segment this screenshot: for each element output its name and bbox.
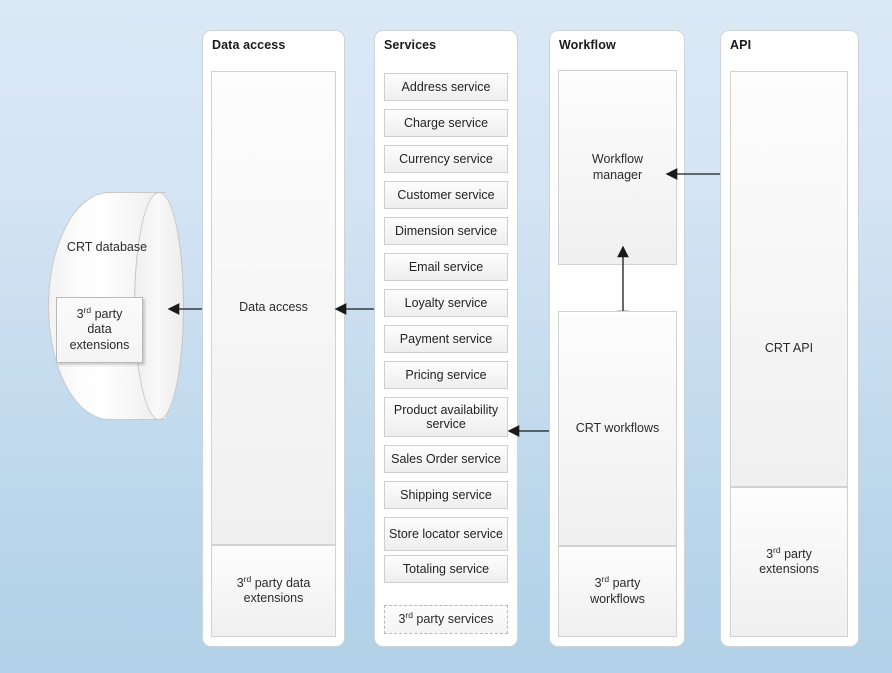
workflow-manager-label: Workflow manager	[592, 152, 643, 183]
api-third-party-box[interactable]: 3rd party extensions	[730, 487, 848, 637]
service-item-currency[interactable]: Currency service	[384, 145, 508, 173]
service-item-dimension[interactable]: Dimension service	[384, 217, 508, 245]
ordinal-number: 3	[76, 306, 84, 321]
service-item-customer[interactable]: Customer service	[384, 181, 508, 209]
services-third-party-label: 3rd party services	[398, 609, 494, 627]
data-access-main-label: Data access	[239, 300, 308, 315]
services-third-party-box[interactable]: 3rd party services	[384, 605, 508, 634]
crt-api-label: CRT API	[764, 341, 814, 356]
service-item-totaling[interactable]: Totaling service	[384, 555, 508, 583]
api-third-party-line-2: extensions	[759, 562, 819, 576]
ordinal-number: 3	[766, 546, 774, 561]
service-label: Currency service	[399, 151, 493, 166]
service-label: Product availability service	[393, 402, 499, 431]
service-item-shipping[interactable]: Shipping service	[384, 481, 508, 509]
third-party-data-extensions-inner-box: 3rd party data extensions	[56, 297, 143, 363]
crt-database-label: CRT database	[66, 240, 148, 254]
service-label: Totaling service	[402, 561, 490, 576]
service-label: Sales Order service	[391, 451, 501, 466]
service-label: Email service	[408, 259, 484, 274]
ordinal-suffix: rd	[773, 544, 781, 555]
crt-workflows-box[interactable]: CRT workflows	[558, 311, 677, 546]
ordinal-suffix: rd	[601, 574, 610, 585]
service-label: Charge service	[403, 115, 489, 130]
ordinal-rest: party services	[412, 611, 494, 626]
data-access-third-party-box[interactable]: 3rd party data extensions	[211, 545, 336, 637]
service-label: Payment service	[399, 331, 493, 346]
ordinal-rest: party	[609, 576, 641, 591]
service-item-product-availability[interactable]: Product availability service	[384, 397, 508, 437]
api-third-party-label: 3rd party extensions	[759, 544, 819, 578]
service-label: Shipping service	[400, 487, 492, 502]
service-item-sales-order[interactable]: Sales Order service	[384, 445, 508, 473]
ordinal-rest: party	[91, 306, 123, 321]
workflow-manager-line-2: manager	[592, 167, 643, 182]
service-label: Pricing service	[405, 367, 487, 382]
ordinal-rest: party data extensions	[243, 575, 311, 605]
ordinal-number: 3	[236, 575, 244, 590]
service-item-loyalty[interactable]: Loyalty service	[384, 289, 508, 317]
extension-line-2: data	[87, 322, 112, 337]
workflow-third-party-label: 3rd party workflows	[590, 574, 645, 607]
ordinal-number: 3	[594, 576, 602, 591]
service-item-payment[interactable]: Payment service	[384, 325, 508, 353]
service-label: Store locator service	[389, 526, 503, 541]
ordinal-suffix: rd	[405, 609, 413, 620]
service-item-address[interactable]: Address service	[384, 73, 508, 101]
service-label: Loyalty service	[404, 295, 488, 310]
workflow-manager-line-1: Workflow	[591, 152, 644, 167]
ordinal-suffix: rd	[243, 573, 252, 584]
workflow-third-party-line-2: workflows	[590, 591, 645, 606]
service-label: Customer service	[397, 187, 495, 202]
arrow-workflow-manager-to-crt-workflows	[617, 245, 629, 323]
service-label: Dimension service	[394, 223, 498, 238]
crt-api-box[interactable]: CRT API	[730, 71, 848, 487]
panel-title-api: API	[730, 38, 752, 52]
ordinal-number: 3	[398, 611, 406, 626]
ordinal-rest: party	[780, 546, 812, 561]
service-item-store-locator[interactable]: Store locator service	[384, 517, 508, 551]
panel-title-workflow: Workflow	[559, 38, 616, 52]
ordinal-suffix: rd	[83, 304, 92, 315]
third-party-data-extensions-inner-text: 3rd party data extensions	[69, 304, 130, 354]
service-item-charge[interactable]: Charge service	[384, 109, 508, 137]
panel-title-services: Services	[384, 38, 437, 52]
workflow-third-party-box[interactable]: 3rd party workflows	[558, 546, 677, 637]
data-access-third-party-label: 3rd party data extensions	[212, 573, 335, 607]
crt-workflows-label: CRT workflows	[575, 420, 660, 435]
extension-line-3: extensions	[69, 337, 130, 352]
service-label: Address service	[401, 79, 491, 94]
service-item-pricing[interactable]: Pricing service	[384, 361, 508, 389]
panel-title-data-access: Data access	[212, 38, 286, 52]
workflow-manager-box[interactable]: Workflow manager	[558, 70, 677, 265]
service-item-email[interactable]: Email service	[384, 253, 508, 281]
data-access-main-box[interactable]: Data access	[211, 71, 336, 545]
